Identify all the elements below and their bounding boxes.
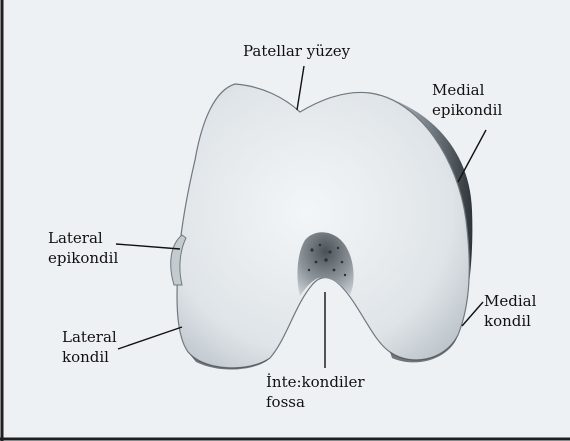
label-lateral-epicondyle: Lateral epikondil [48, 228, 118, 268]
label-patellar-surface: Patellar yüzey [243, 41, 350, 61]
label-medial-condyle: Medial kondil [484, 291, 536, 331]
label-lateral-condyle: Lateral kondil [62, 327, 117, 367]
label-medial-epicondyle: Medial epikondil [432, 80, 502, 120]
label-intercondylar-fossa: İnte:kondiler fossa [266, 372, 365, 412]
